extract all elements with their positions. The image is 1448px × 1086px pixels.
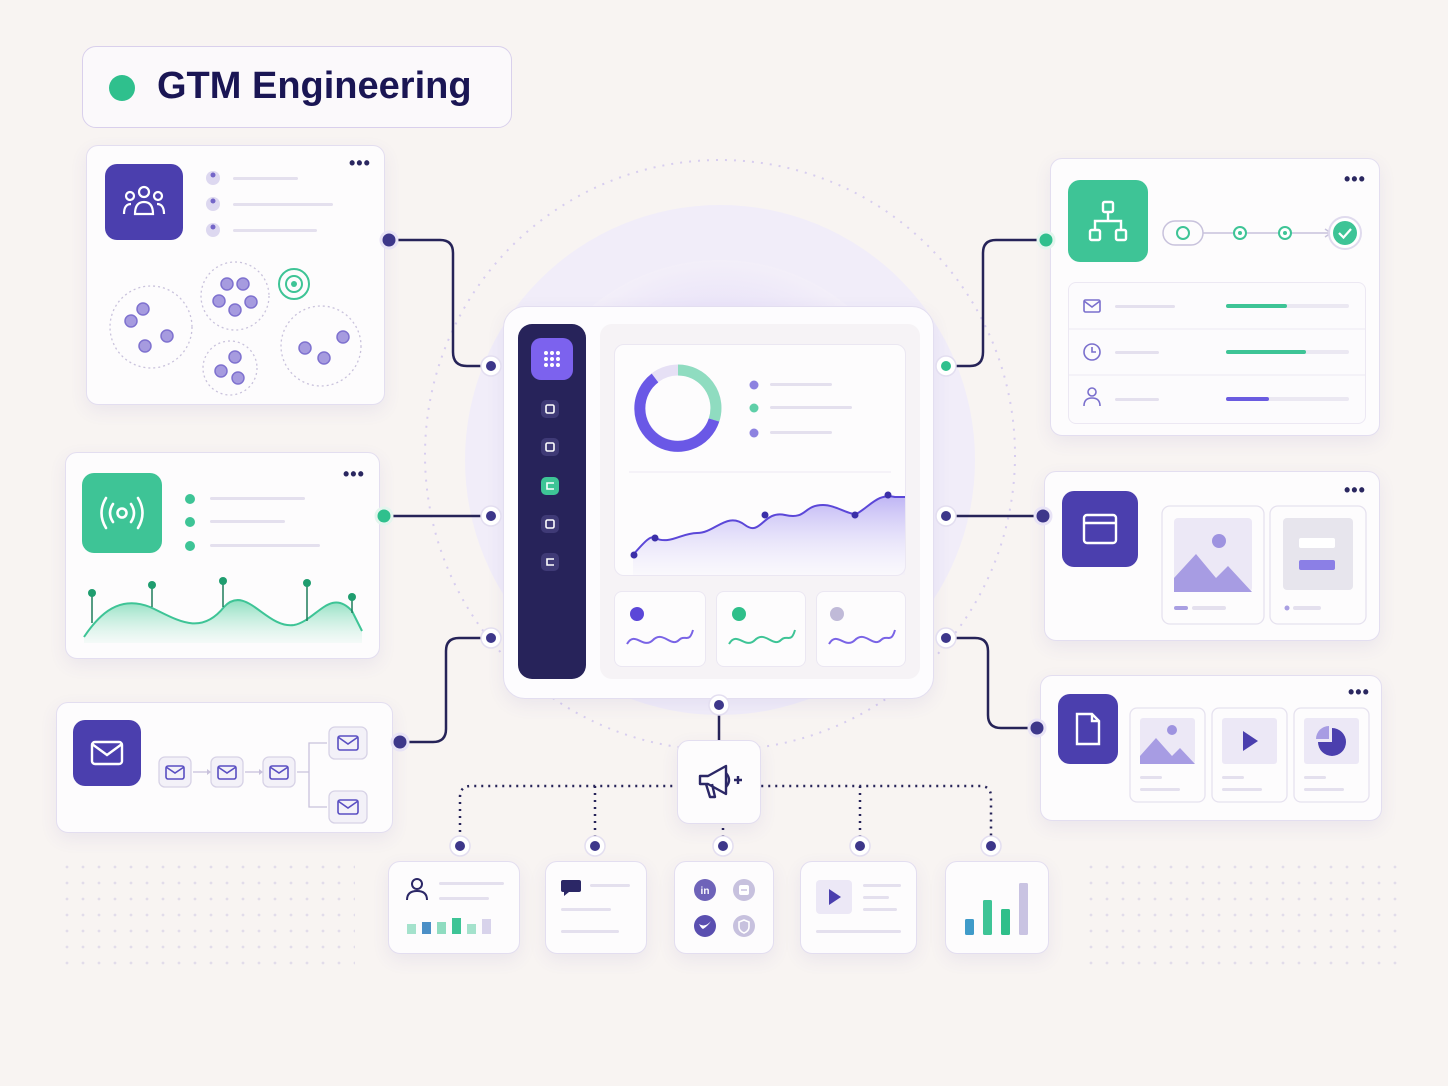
broadcast-signal-icon (82, 473, 162, 553)
video-visual (816, 880, 901, 933)
linkedin-icon: in (701, 886, 710, 897)
workflow-metrics (1068, 282, 1366, 424)
sidebar-nav-icon-active[interactable] (541, 477, 559, 495)
audience-card[interactable]: ••• (86, 145, 385, 405)
sidebar-nav-icon[interactable] (541, 400, 559, 418)
sidebar-nav-icon[interactable] (541, 438, 559, 456)
document-icon (1058, 694, 1118, 764)
media-thumbnails (1129, 707, 1370, 803)
campaign-hub[interactable] (677, 740, 761, 824)
more-menu-icon[interactable]: ••• (349, 153, 371, 173)
megaphone-icon (696, 761, 744, 808)
mini-chart-card (816, 591, 906, 667)
browser-window-icon (1062, 491, 1138, 567)
mini-chart-card (716, 591, 806, 667)
envelope-icon (73, 720, 141, 786)
more-menu-icon[interactable]: ••• (1344, 169, 1366, 189)
apps-grid-icon[interactable] (531, 338, 573, 380)
media-card[interactable]: ••• (1040, 675, 1382, 821)
title-badge: GTM Engineering (82, 46, 512, 128)
bar-chart-icon (965, 883, 1028, 935)
report-card[interactable] (945, 861, 1049, 954)
social-icons: in (694, 879, 755, 937)
persona-visual (406, 878, 504, 934)
people-group-icon (105, 164, 183, 240)
sidebar-nav-icon[interactable] (541, 515, 559, 533)
metric-rows (1069, 299, 1365, 407)
signal-list (185, 494, 320, 551)
contact-list (206, 171, 333, 237)
workflow-card[interactable]: ••• (1050, 158, 1380, 436)
video-card[interactable] (800, 861, 917, 954)
status-dot (109, 75, 135, 101)
persona-card[interactable] (388, 861, 520, 954)
more-menu-icon[interactable]: ••• (1344, 480, 1366, 500)
org-chart-icon (1068, 180, 1148, 262)
dashboard-sidebar (518, 324, 586, 679)
chat-card[interactable] (545, 861, 647, 954)
content-thumbnails (1161, 505, 1367, 625)
content-card[interactable]: ••• (1044, 471, 1380, 641)
mini-chart-card (614, 591, 706, 667)
chat-visual (561, 880, 630, 933)
email-flow (158, 726, 368, 824)
more-menu-icon[interactable]: ••• (1348, 682, 1370, 702)
audience-clusters (109, 261, 362, 396)
analytics-panel (614, 344, 907, 576)
signal-chart (83, 577, 363, 643)
page-title: GTM Engineering (157, 65, 472, 107)
workflow-steps (1162, 216, 1362, 250)
email-sequence-card[interactable] (56, 702, 393, 833)
social-card[interactable]: in (674, 861, 774, 954)
more-menu-icon[interactable]: ••• (343, 464, 365, 484)
sidebar-nav-icon[interactable] (541, 553, 559, 571)
signal-card[interactable]: ••• (65, 452, 380, 659)
analytics-visual (629, 364, 907, 575)
